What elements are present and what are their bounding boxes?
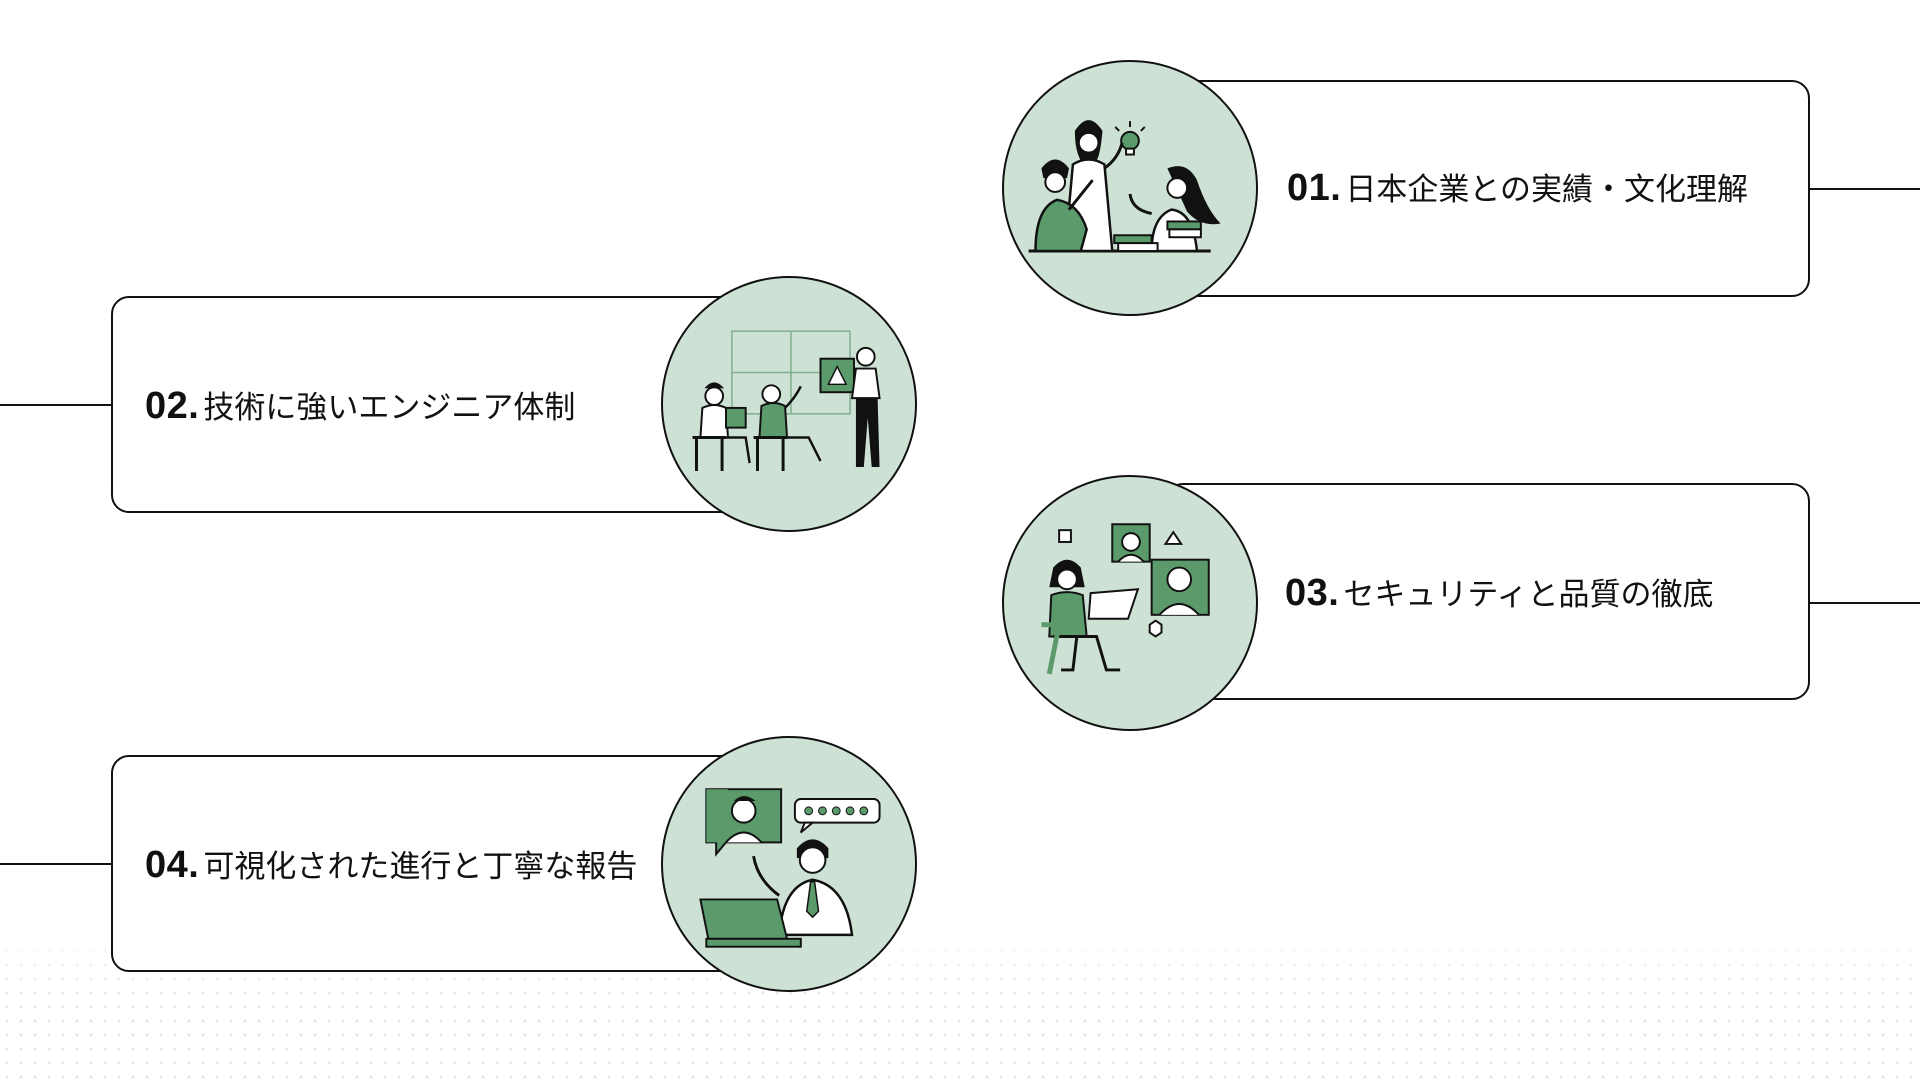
feature-number-04: 04.	[145, 844, 200, 886]
feature-title-03: 03. セキュリティと品質の徹底	[1285, 569, 1713, 615]
team-ideas-illustration	[1002, 60, 1258, 316]
connector-line-01	[1808, 188, 1920, 190]
engineers-working-illustration	[661, 276, 917, 532]
feature-number-01: 01.	[1287, 167, 1342, 209]
reporting-review-drawing	[699, 788, 881, 948]
connector-line-03	[1808, 602, 1920, 604]
feature-card-03: 03. セキュリティと品質の徹底	[1165, 483, 1810, 700]
feature-number-02: 02.	[145, 385, 200, 427]
feature-card-04: 04. 可視化された進行と丁寧な報告	[111, 755, 751, 972]
feature-title-01: 01. 日本企業との実績・文化理解	[1287, 164, 1748, 210]
feature-label-03: セキュリティと品質の徹底	[1343, 577, 1714, 613]
feature-label-02: 技術に強いエンジニア体制	[203, 390, 576, 426]
feature-card-01: 01. 日本企業との実績・文化理解	[1165, 80, 1810, 297]
feature-label-01: 日本企業との実績・文化理解	[1345, 172, 1749, 208]
feature-title-04: 04. 可視化された進行と丁寧な報告	[145, 841, 637, 887]
feature-number-03: 03.	[1285, 572, 1340, 614]
feature-card-02: 02. 技術に強いエンジニア体制	[111, 296, 751, 513]
remote-security-illustration	[1002, 475, 1258, 731]
feature-title-02: 02. 技術に強いエンジニア体制	[145, 382, 575, 428]
connector-line-02	[0, 404, 113, 406]
engineers-working-drawing	[692, 330, 881, 471]
team-ideas-drawing	[1028, 120, 1221, 253]
remote-security-drawing	[1041, 523, 1210, 675]
feature-label-04: 可視化された進行と丁寧な報告	[203, 849, 638, 885]
reporting-review-illustration	[661, 736, 917, 992]
connector-line-04	[0, 863, 113, 865]
